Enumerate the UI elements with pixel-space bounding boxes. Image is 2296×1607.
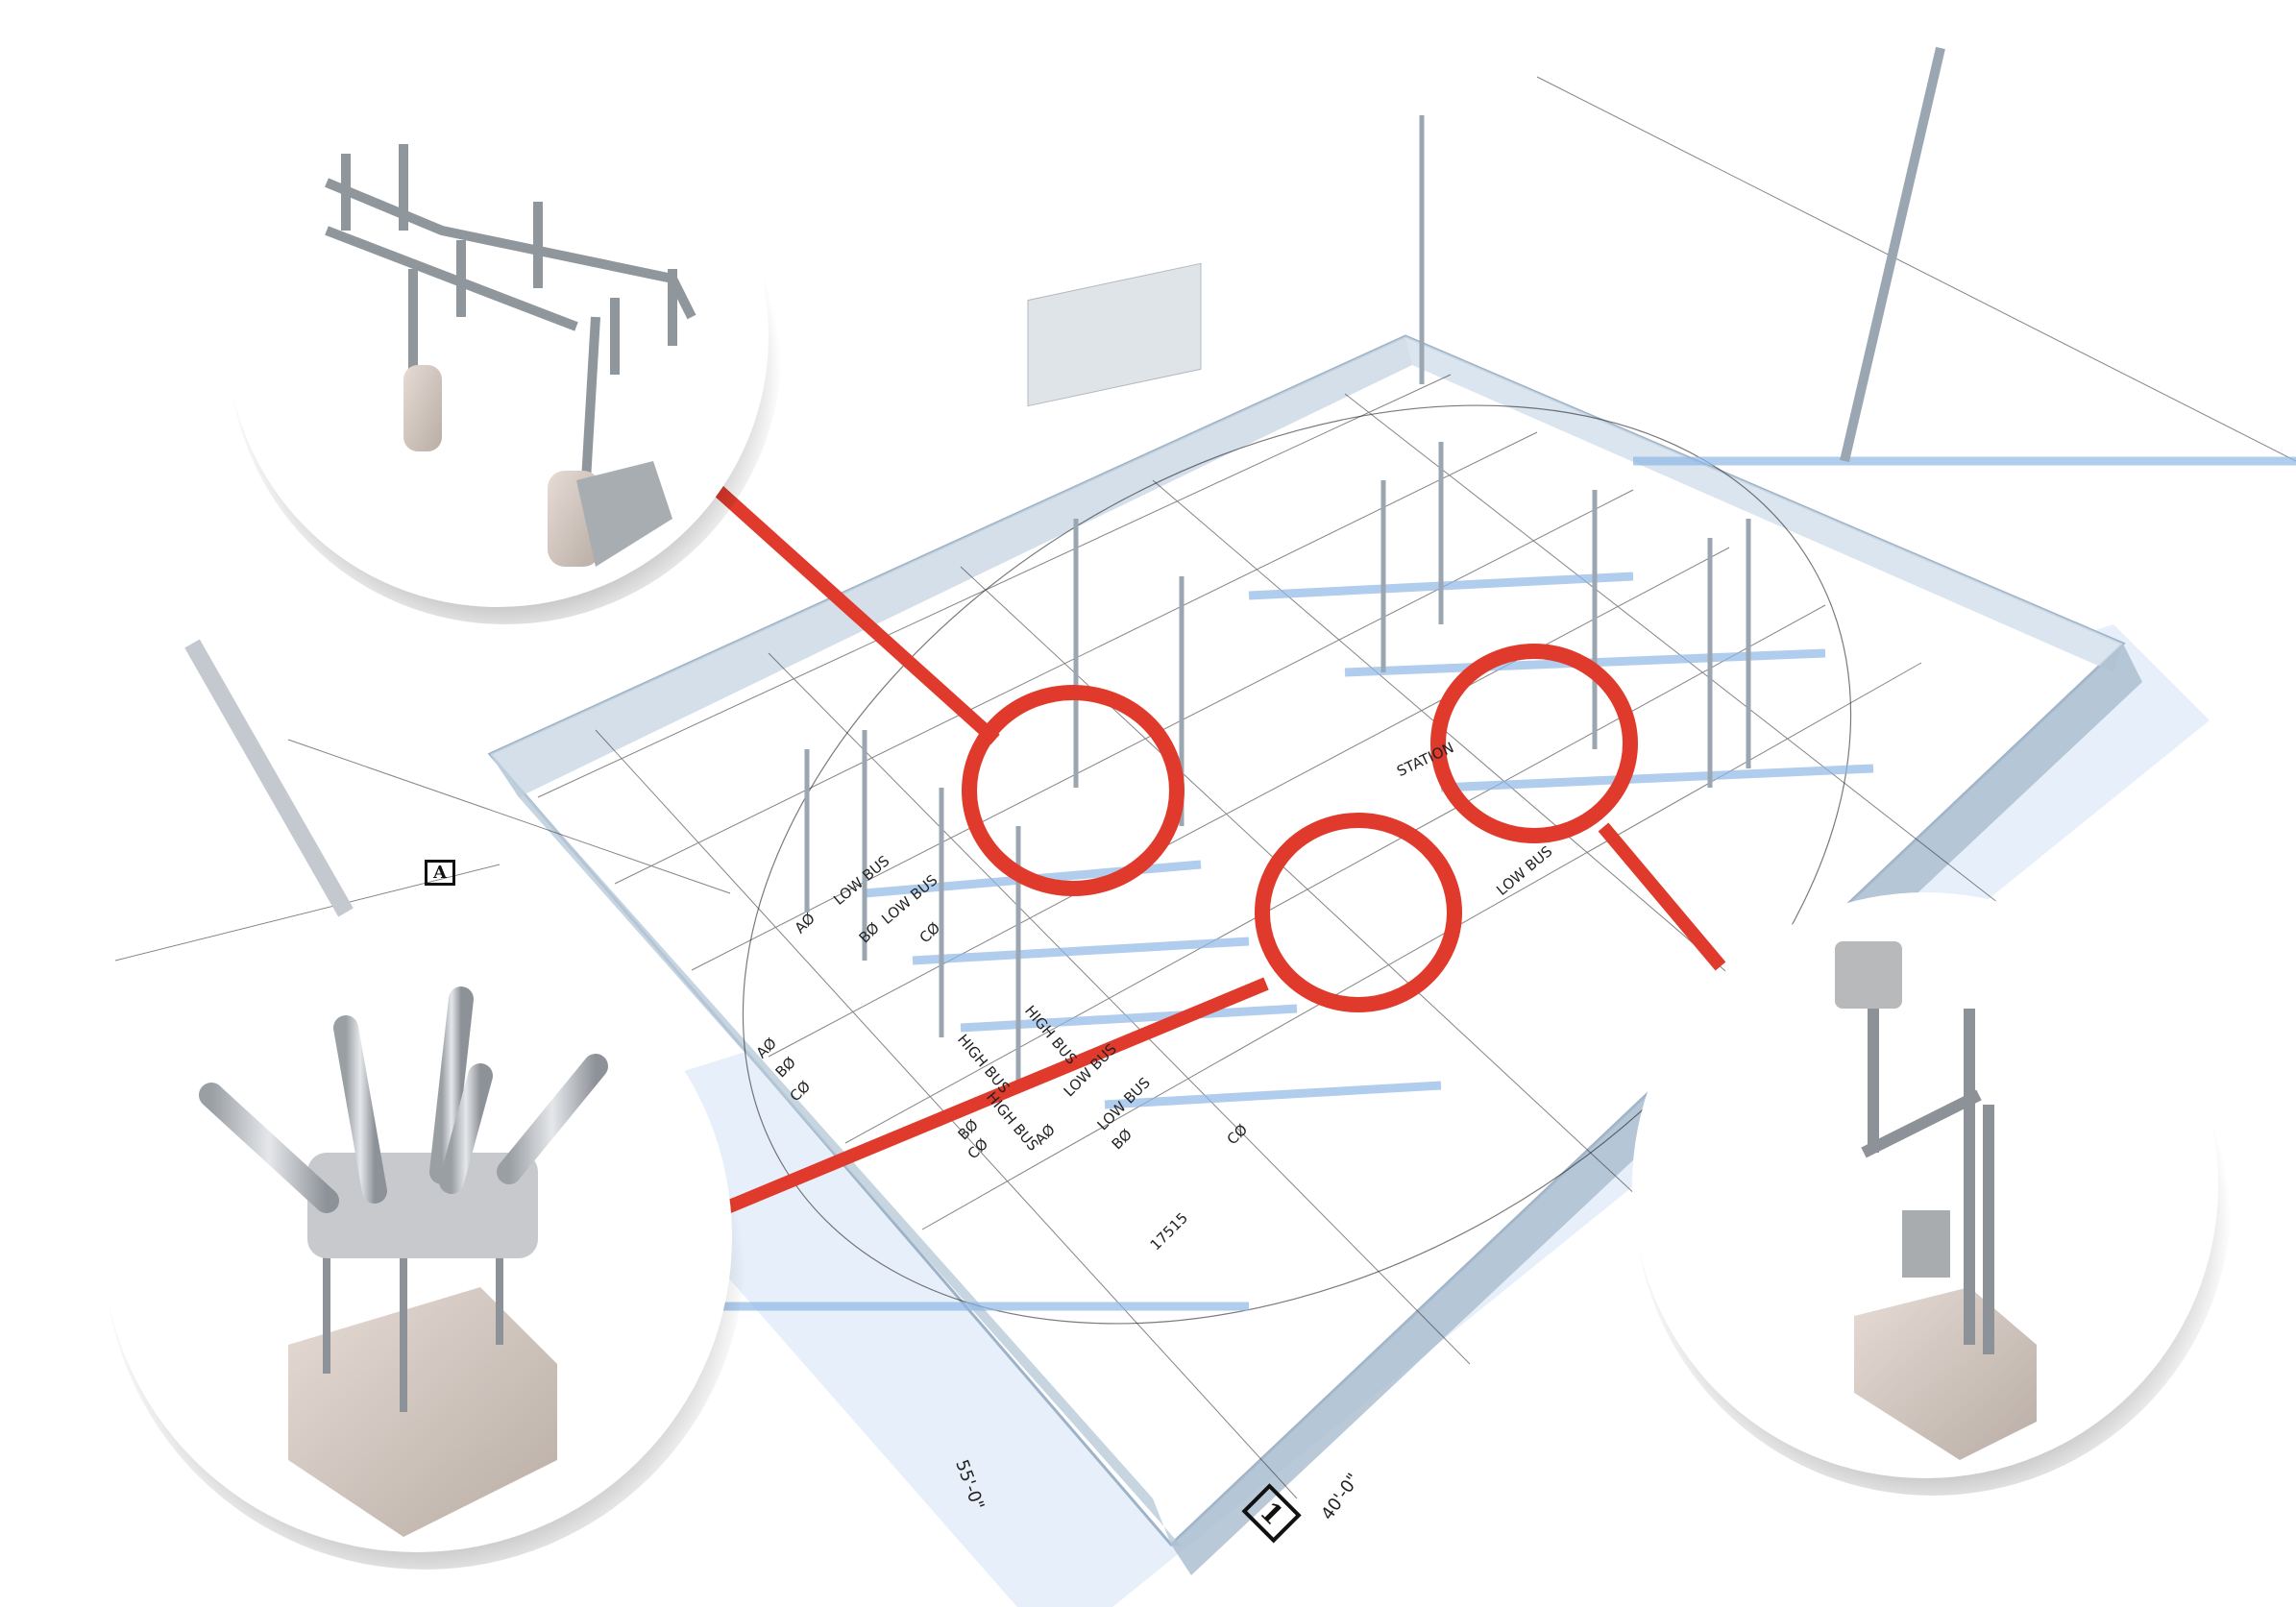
circuit-breaker-detail	[102, 922, 745, 1570]
fence-left	[490, 336, 1412, 797]
ring-disconnect-switch	[962, 685, 1185, 896]
breaker-bushings-icon	[199, 986, 608, 1213]
ring-circuit-breaker	[1255, 813, 1462, 1012]
disconnect-switch-icon	[325, 144, 696, 481]
fence-front-left	[490, 754, 1182, 1546]
control-building	[1027, 262, 1202, 407]
disconnect-switch-detail	[227, 65, 782, 624]
bus-structures	[184, 46, 1945, 1085]
concrete-pad	[288, 1287, 557, 1537]
ring-recloser	[1430, 644, 1638, 843]
leader-bottom-left	[724, 977, 1269, 1214]
callout-rings	[962, 644, 1638, 1012]
leader-bottom-right	[1598, 822, 1726, 971]
leader-top-left	[713, 484, 1000, 745]
callout-leaders	[713, 484, 1726, 1214]
recloser-detail	[1632, 892, 2232, 1496]
recloser-pole-icon	[1861, 1009, 1994, 1354]
plan-arc	[742, 404, 1852, 1325]
section-marker: A	[425, 860, 455, 886]
